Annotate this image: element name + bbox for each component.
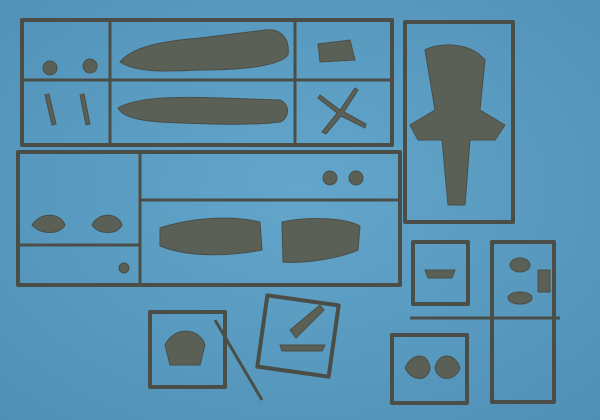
fuselage-half-bottom — [117, 96, 288, 125]
canopy-frame — [164, 330, 206, 366]
sprue-bottom-diagonal — [148, 293, 341, 401]
landing-gear-part — [509, 257, 531, 273]
wing-left — [159, 217, 263, 256]
small-part — [118, 262, 130, 274]
small-strut — [424, 269, 456, 279]
sprue-small-b — [490, 240, 556, 404]
spinner-half — [434, 355, 461, 379]
small-strut — [44, 93, 57, 126]
small-wheel — [348, 170, 364, 186]
canopy-part — [317, 39, 356, 63]
small-block — [537, 269, 551, 293]
small-wheel — [322, 170, 338, 186]
blade-part — [289, 304, 325, 339]
small-wheel — [82, 58, 98, 74]
spinner-half — [404, 355, 431, 379]
sprue-canopy-c — [390, 333, 469, 405]
wing-right — [281, 218, 361, 263]
small-strut — [79, 93, 91, 126]
sprue-tall — [403, 20, 515, 224]
small-wheel — [42, 60, 58, 76]
sprue-fuselage — [20, 18, 394, 147]
fuselage-top-view — [409, 44, 506, 206]
sprue-wings — [16, 150, 402, 287]
spinner-half — [91, 214, 123, 233]
blade-part — [279, 344, 326, 352]
landing-gear-part — [507, 291, 533, 305]
spinner-half — [31, 214, 66, 233]
propeller — [317, 87, 367, 135]
fuselage-half-top — [119, 29, 289, 72]
sprue-small-a — [411, 240, 470, 306]
